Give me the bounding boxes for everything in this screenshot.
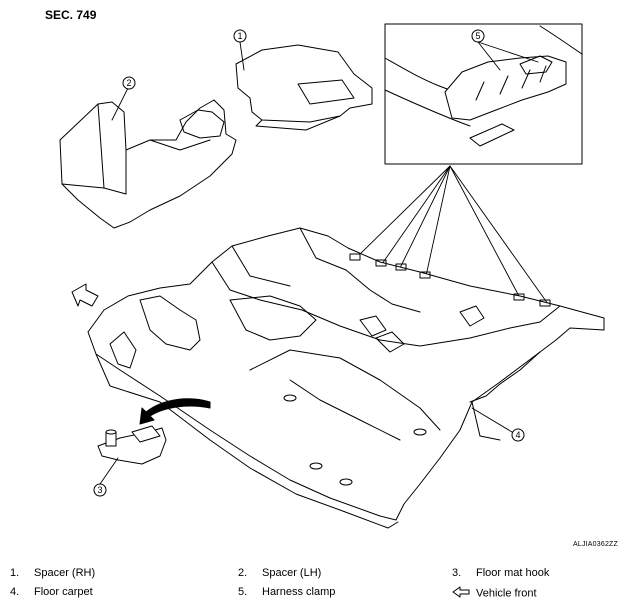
legend-row-1: 1. Spacer (RH) 2. Spacer (LH) 3. Floor mat … — [8, 567, 620, 586]
legend-item-harness-clamp: 5. Harness clamp — [238, 586, 335, 598]
figure-code: ALJIA0362ZZ — [573, 541, 618, 548]
legend-label: Spacer (RH) — [34, 567, 96, 579]
legend-label: Spacer (LH) — [262, 567, 322, 579]
clamp-leader-lines — [355, 165, 549, 305]
floor-mat-hook-part — [97, 425, 167, 465]
legend-item-vehicle-front: Vehicle front — [452, 586, 537, 601]
spacer-rh-part — [235, 44, 373, 131]
callout-4: 4 — [515, 430, 520, 440]
legend-number: 1. — [10, 567, 20, 579]
legend-item-spacer-rh: 1. Spacer (RH) — [10, 567, 95, 579]
legend-label: Floor carpet — [34, 586, 93, 598]
removal-arrow-icon — [139, 398, 211, 425]
legend-item-floor-mat-hook: 3. Floor mat hook — [452, 567, 549, 579]
legend-number: 2. — [238, 567, 248, 579]
legend-label: Floor mat hook — [476, 567, 550, 579]
floor-carpet-part — [87, 227, 605, 529]
legend-label: Vehicle front — [476, 587, 537, 600]
callout-5: 5 — [475, 31, 480, 41]
callout-1: 1 — [237, 31, 242, 41]
legend-label: Harness clamp — [262, 586, 336, 598]
vehicle-front-arrow-icon — [71, 283, 99, 307]
legend-number: 5. — [238, 586, 248, 598]
callout-2: 2 — [126, 78, 131, 88]
legend-row-2: 4. Floor carpet 5. Harness clamp Vehicle f… — [8, 586, 620, 605]
legend-item-floor-carpet: 4. Floor carpet — [10, 586, 93, 598]
callout-3: 3 — [97, 485, 102, 495]
floor-carpet-diagram: 1 2 5 3 4 — [59, 23, 605, 529]
legend-number: 3. — [452, 567, 462, 579]
legend: 1. Spacer (RH) 2. Spacer (LH) 3. Floor mat … — [8, 567, 620, 605]
legend-number: 4. — [10, 586, 20, 598]
section-label: SEC. 749 — [45, 8, 97, 22]
spacer-lh-part — [59, 99, 237, 229]
harness-clamp-detail — [384, 23, 583, 165]
vehicle-front-arrow-icon — [452, 586, 476, 601]
legend-item-spacer-lh: 2. Spacer (LH) — [238, 567, 321, 579]
